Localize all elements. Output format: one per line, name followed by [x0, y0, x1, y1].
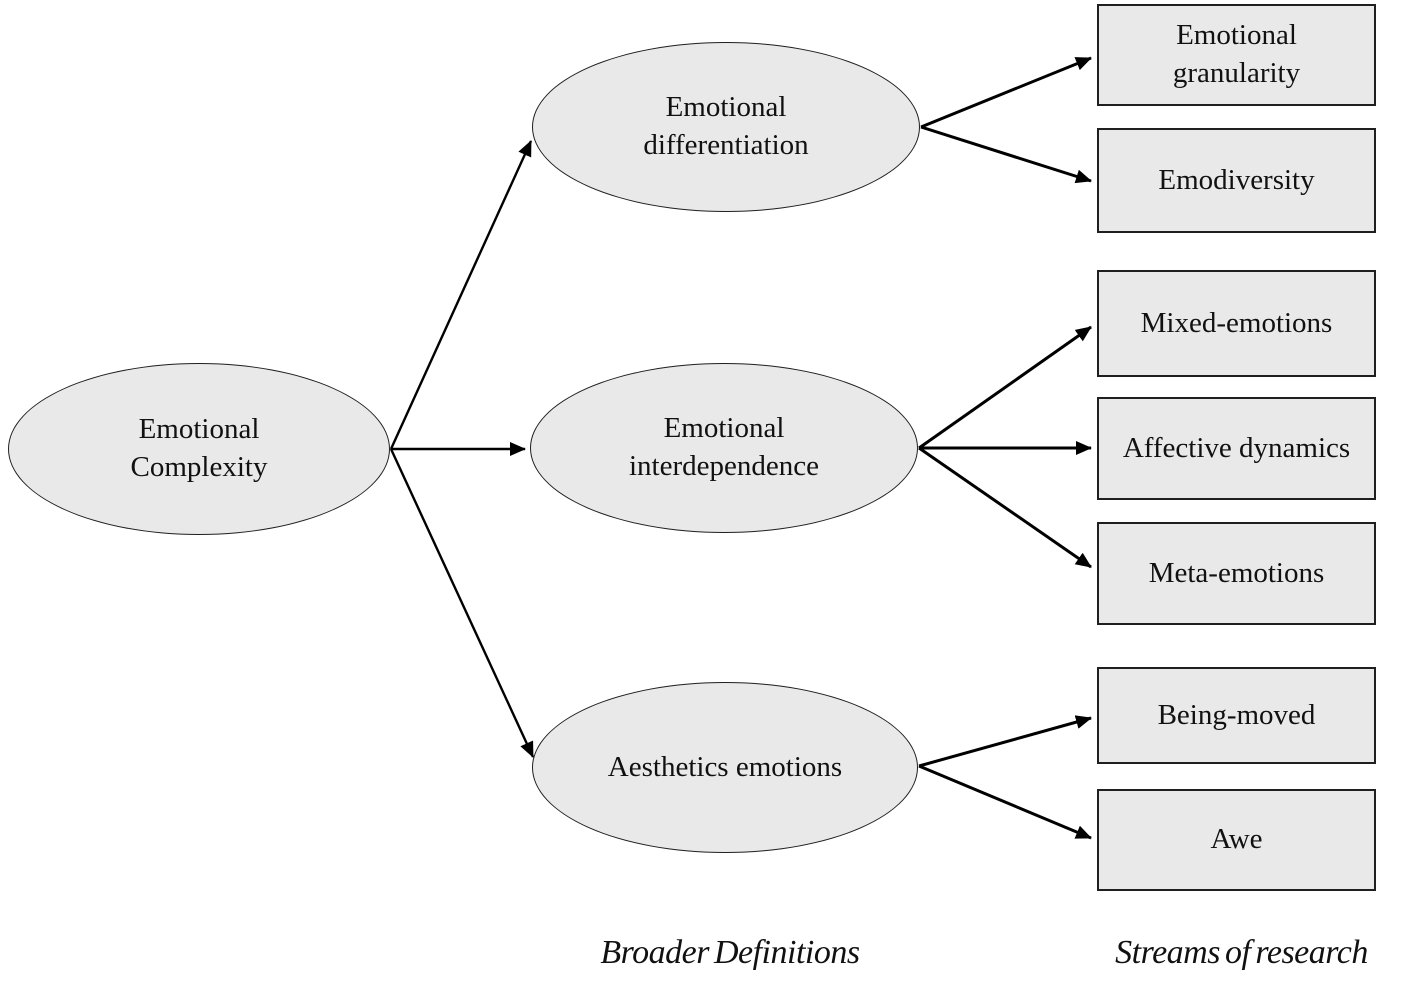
- arrow-differentiation-to-emodiversity: [920, 125, 1092, 184]
- node-label: Emotional interdependence: [628, 412, 819, 482]
- node-emotional-interdependence: Emotional interdependence: [530, 363, 918, 533]
- node-emotional-complexity: Emotional Complexity: [8, 363, 390, 535]
- node-label: Awe: [1210, 823, 1263, 856]
- node-label: Emodiversity: [1158, 163, 1315, 196]
- node-label: Affective dynamics: [1122, 431, 1351, 464]
- node-label: Emotional differentiation: [643, 91, 809, 161]
- arrow-aesthetics-to-being-moved: [918, 715, 1092, 768]
- node-mixed-emotions: Mixed-emotions: [1097, 270, 1376, 377]
- arrow-aesthetics-to-awe: [918, 764, 1092, 840]
- arrow-complexity-to-differentiation: [389, 140, 533, 450]
- node-label: Meta-emotions: [1148, 556, 1325, 589]
- node-label: Mixed-emotions: [1140, 306, 1333, 339]
- node-emotional-granularity: Emotional granularity: [1097, 4, 1376, 106]
- caption-streams-of-research: Streams of research: [1115, 934, 1368, 971]
- node-affective-dynamics: Affective dynamics: [1097, 397, 1376, 500]
- node-label: Aesthetics emotions: [607, 750, 843, 783]
- arrow-interdependence-to-meta-emotions: [918, 446, 1092, 569]
- node-aesthetics-emotions: Aesthetics emotions: [532, 682, 918, 853]
- arrow-interdependence-to-mixed-emotions: [918, 325, 1092, 450]
- node-label: Emotional granularity: [1172, 19, 1301, 89]
- node-awe: Awe: [1097, 789, 1376, 891]
- node-meta-emotions: Meta-emotions: [1097, 522, 1376, 625]
- arrow-differentiation-to-granularity: [920, 56, 1092, 129]
- node-emotional-differentiation: Emotional differentiation: [532, 42, 920, 212]
- node-label: Emotional Complexity: [130, 413, 268, 483]
- node-being-moved: Being-moved: [1097, 667, 1376, 764]
- arrow-complexity-to-aesthetics: [389, 448, 535, 758]
- caption-broader-definitions: Broader Definitions: [600, 934, 860, 971]
- node-label: Being-moved: [1157, 698, 1316, 731]
- node-emodiversity: Emodiversity: [1097, 128, 1376, 233]
